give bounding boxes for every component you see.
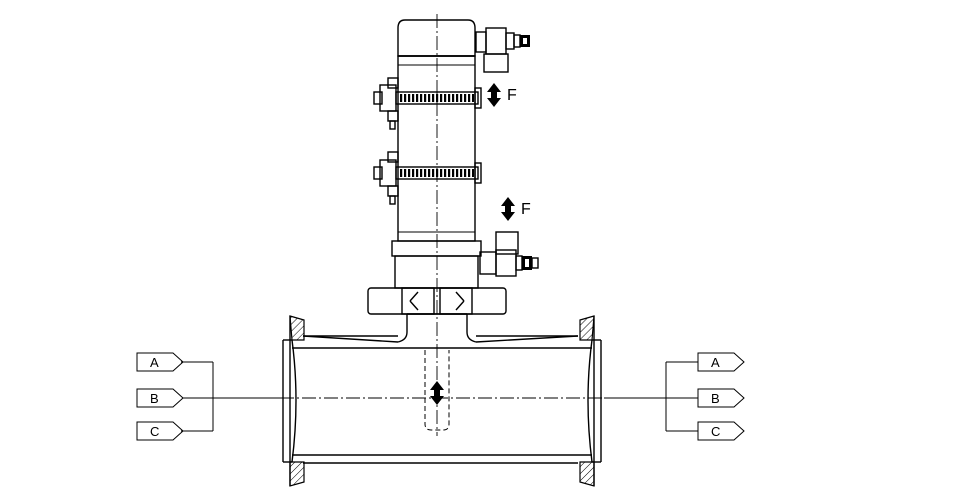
left-signal-tags: A B C <box>136 352 280 441</box>
left-tag-c: C <box>136 421 184 441</box>
clamp-band-lower <box>373 151 482 205</box>
force-arrow-lower: F <box>501 197 531 221</box>
right-tag-b: B <box>697 388 745 408</box>
right-tag-c: C <box>697 421 745 441</box>
right-tag-a: A <box>697 352 745 372</box>
svg-text:A: A <box>150 355 159 370</box>
left-tag-a: A <box>136 352 184 372</box>
svg-text:B: B <box>150 391 159 406</box>
sensor-housing <box>391 19 482 289</box>
force-label-upper: F <box>507 87 517 104</box>
left-tag-b: B <box>136 388 184 408</box>
right-signal-tags: A B C <box>604 352 745 441</box>
svg-text:C: C <box>711 424 720 439</box>
force-arrow-upper: F <box>487 83 517 107</box>
elbow-fitting-lower <box>479 231 539 277</box>
svg-text:B: B <box>711 391 720 406</box>
tee-pipe <box>282 315 602 487</box>
clamp-band-upper <box>373 77 482 130</box>
force-label-lower: F <box>521 201 531 218</box>
svg-text:A: A <box>711 355 720 370</box>
elbow-fitting-upper <box>475 27 530 73</box>
svg-text:C: C <box>150 424 159 439</box>
